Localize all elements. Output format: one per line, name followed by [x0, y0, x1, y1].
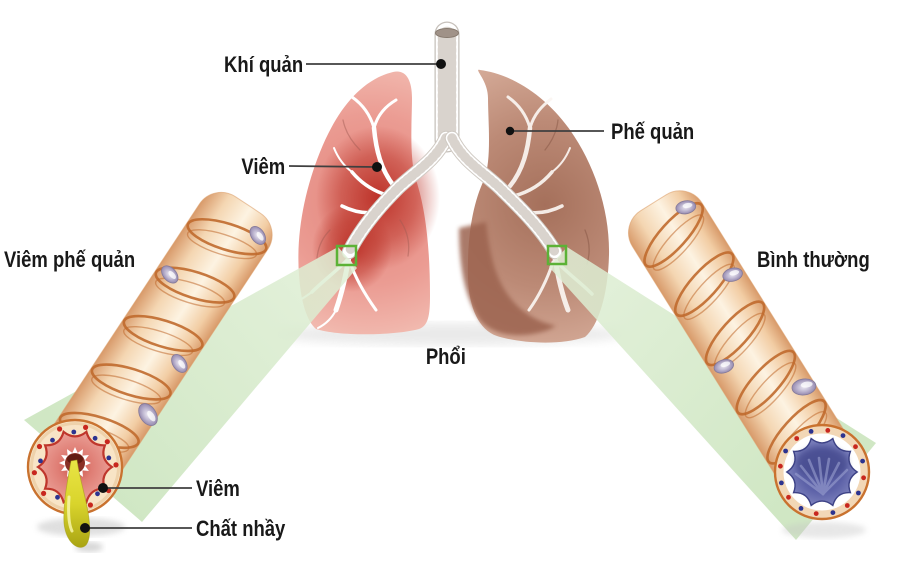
trachea-opening: [435, 28, 459, 38]
label-lungs: Phổi: [425, 344, 467, 369]
leader-trachea: [306, 59, 446, 69]
label-normal: Bình thường: [757, 247, 870, 272]
glands-left-tube: [138, 226, 266, 426]
leader-lines: [80, 59, 604, 533]
right-main-bronchus: [444, 130, 563, 260]
cartilage-rings-right: [643, 201, 828, 468]
label-mucus: Chất nhầy: [196, 516, 286, 541]
leader-inflammation-cross: [98, 483, 192, 493]
label-bronchus: Phế quản: [611, 119, 695, 144]
leader-inflammation-lung: [288, 162, 382, 172]
red-cell-dots-left: [31, 424, 119, 510]
normal-cross-section: [773, 423, 871, 538]
lung-texture-left: [316, 119, 410, 259]
blue-cell-dots-right: [779, 429, 865, 515]
trachea-tube: [341, 21, 563, 260]
right-lung-lower-lobe: [459, 222, 556, 336]
left-main-bronchus: [341, 130, 454, 260]
red-cell-dots-right: [778, 428, 866, 516]
blue-cell-dots-left: [38, 429, 112, 500]
focus-square-left: [335, 244, 358, 267]
label-trachea: Khí quản: [223, 52, 303, 77]
leader-bronchus: [505, 126, 604, 136]
focus-square-right: [546, 244, 568, 266]
glands-right-tube: [675, 200, 817, 396]
label-inflammation-cross-section: Viêm: [196, 476, 240, 501]
leader-mucus: [80, 523, 192, 533]
inflamed-cross-section: [26, 418, 125, 552]
label-bronchitis: Viêm phế quản: [4, 247, 136, 272]
label-inflammation-lung: Viêm: [241, 154, 285, 179]
lumen-folds: [794, 456, 849, 496]
